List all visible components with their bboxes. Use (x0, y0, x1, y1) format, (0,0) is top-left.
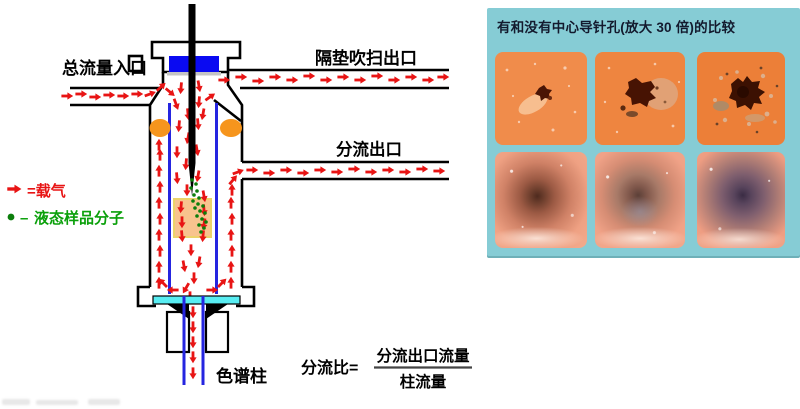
formula-numerator: 分流出口流量 (376, 346, 470, 365)
legend-sample-dash: – (20, 210, 28, 227)
glass-liner (168, 103, 218, 294)
formula-lhs: 分流比= (301, 358, 358, 377)
sample-dot-icon (7, 213, 15, 221)
column-fitting (152, 295, 241, 385)
septum-photo-guided-1 (495, 152, 587, 248)
label-total-flow-inlet: 总流量入口 (62, 58, 147, 78)
body-left-wall (148, 72, 165, 287)
legend: =载气 – 液态样品分子 (7, 182, 124, 227)
vaporization-plug (173, 198, 212, 238)
purge-tube (228, 68, 449, 90)
split-tube (242, 160, 449, 181)
oring-left (149, 119, 171, 137)
split-ratio-formula: 分流比= 分流出口流量 柱流量 (301, 346, 472, 391)
septum-photo-cored-1 (495, 52, 587, 145)
septum-photo-guided-2 (595, 152, 685, 248)
oring-right (220, 119, 242, 137)
bottom-flange-left (136, 285, 156, 308)
label-split-outlet: 分流出口 (336, 139, 402, 159)
septum-photo-cored-2 (595, 52, 685, 145)
legend-carrier-gas: =载气 (27, 182, 66, 200)
carrier-gas-arrow-icon (7, 184, 22, 194)
bottom-flange-right (236, 285, 256, 308)
septum-photo-guided-3 (697, 152, 785, 248)
cropped-text-artifact (2, 399, 30, 405)
cropped-text-artifact (36, 400, 78, 405)
label-column: 色谱柱 (216, 366, 267, 386)
label-septum-purge-outlet: 隔垫吹扫出口 (315, 48, 417, 68)
ferrule-cone-right (206, 304, 228, 319)
column-nut-right (204, 310, 230, 354)
column-nut-left (165, 310, 191, 354)
cropped-text-artifact (88, 399, 120, 405)
inlet-fitting-box (127, 54, 144, 73)
septum-comparison-panel: 有和没有中心导针孔(放大 30 倍)的比较 (487, 8, 800, 258)
body-right-wall (226, 72, 244, 287)
capillary-column (182, 296, 205, 385)
syringe-needle (188, 4, 196, 196)
sample-molecule-dots (189, 178, 208, 234)
liner-flare (213, 98, 242, 123)
inlet-tube (70, 86, 162, 107)
septum-photo-cored-3 (697, 52, 785, 145)
ferrule-strip (152, 295, 241, 305)
legend-sample-molecules: 液态样品分子 (34, 209, 124, 227)
injector-diagram: 总流量入口 隔垫吹扫出口 分流出口 色谱柱 =载气 – 液态样品分子 分流比= … (7, 4, 472, 391)
panel-title: 有和没有中心导针孔(放大 30 倍)的比较 (497, 20, 736, 35)
formula-denominator: 柱流量 (400, 372, 447, 391)
